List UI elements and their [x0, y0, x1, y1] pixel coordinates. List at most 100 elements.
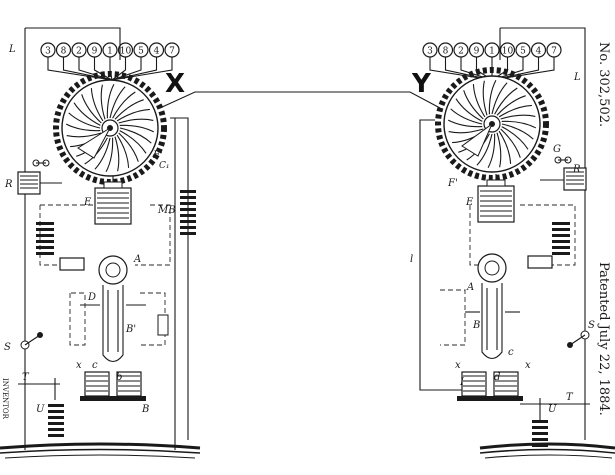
label-D-left: D [87, 292, 96, 303]
station-x-button-7 [148, 42, 165, 58]
label-E-right: E [465, 197, 474, 208]
label-B-right: B [472, 320, 480, 331]
station-x-button-label-8: 7 [169, 47, 175, 57]
label-ctr-left: C₁ [159, 161, 170, 171]
label-F-right: F' [447, 178, 458, 189]
station-x-button-4 [102, 42, 118, 58]
station-y-button-label-8: 7 [551, 47, 557, 57]
station-y-button-6 [515, 42, 531, 58]
station-x-button-5 [117, 42, 134, 58]
station-x-key [18, 378, 60, 400]
label-R-right: R [572, 164, 581, 175]
station-y-button-label-1: 8 [443, 47, 449, 57]
label-I: I [459, 377, 465, 388]
station-y-dial-wheel [435, 67, 549, 181]
label-l: l [410, 254, 413, 265]
label-b-left: b [116, 372, 122, 383]
station-y-galvanometer [440, 253, 520, 360]
station-x-battery-u [48, 404, 64, 437]
station-x-button-label-7: 4 [154, 47, 160, 57]
station-y-button-8 [546, 42, 562, 58]
station-x-button-label-1: 8 [61, 47, 67, 57]
station-y-button-1 [437, 42, 454, 58]
station-y-base-magnets [457, 371, 523, 401]
label-T-left: T [22, 372, 30, 383]
label-G-right: G [553, 144, 561, 155]
label-S-right: S [588, 320, 595, 331]
station-x-button-label-6: 5 [138, 47, 144, 57]
station-x-button-2 [71, 42, 87, 58]
label-F-left: F' [152, 150, 163, 161]
label-x-right: x [455, 360, 461, 371]
station-x-title: X [165, 69, 185, 99]
station-y-button-4 [484, 42, 500, 58]
label-U-left: U [36, 404, 45, 415]
patent-number: No. 302,502. [596, 42, 611, 127]
label-L-left: L [8, 44, 16, 55]
station-y-button-label-6: 5 [520, 47, 526, 57]
station-y-button-label-7: 4 [536, 47, 542, 57]
station-x-button-6 [133, 42, 149, 58]
station-y-button-2 [453, 42, 469, 58]
label-S-left: S [4, 342, 11, 353]
station-x-galvanometer [69, 255, 166, 363]
station-x-button-8 [164, 42, 180, 58]
label-MB: MB [157, 205, 176, 216]
label-c-right: c [508, 347, 514, 358]
station-x-relay [17, 159, 62, 195]
label-R-left: R [4, 179, 13, 190]
station-y-key [520, 398, 590, 420]
station-y-button-7 [530, 42, 547, 58]
letter-labels: L R E MB F' C₁ D B' c b B x S T U A L R … [4, 44, 595, 415]
station-y-button-label-3: 9 [474, 47, 480, 57]
line-wire [159, 91, 441, 109]
station-y-button-label-0: 3 [427, 47, 433, 57]
station-y-electromagnet [477, 174, 515, 223]
station-x-button-label-2: 2 [76, 47, 82, 57]
patent-date: Patented July 22, 1884. [596, 262, 611, 416]
station-x-shunt [157, 314, 169, 336]
station-x-ground [0, 442, 201, 459]
label-U-right: U [548, 404, 557, 415]
station-x-button-label-5: 10 [120, 47, 132, 57]
label-A-left: A [133, 254, 141, 265]
station-y-title: Y [411, 69, 432, 99]
label-B-left: B [141, 404, 149, 415]
station-x-electromagnet [94, 176, 132, 225]
label-E-left: E [83, 197, 92, 208]
station-y-button-0 [422, 42, 438, 58]
label-A-right: A [466, 282, 474, 293]
station-y-button-label-4: 1 [489, 47, 495, 57]
station-y-button-3 [468, 42, 485, 58]
station-x-button-label-3: 9 [92, 47, 98, 57]
station-y-switch [567, 330, 590, 348]
label-T-right: T [566, 392, 574, 403]
station-y-resistor [527, 255, 553, 269]
station-y-relay [540, 156, 587, 191]
station-y-ground [479, 442, 615, 459]
station-x-switch [20, 332, 43, 350]
station-y-button-label-2: 2 [458, 47, 464, 57]
station-x-dial-wheel [53, 71, 167, 185]
station-x-button-label-0: 3 [45, 47, 51, 57]
station-x-base-magnets [80, 371, 146, 401]
station-x-button-0 [40, 42, 56, 58]
station-x-local-battery [36, 222, 54, 255]
station-x-button-1 [55, 42, 72, 58]
label-d: d [494, 372, 500, 383]
station-x-resistor [59, 257, 85, 271]
label-B2-left: B' [125, 324, 136, 335]
inventor-fragment: INVENTOR [1, 378, 9, 420]
label-x-left: x [76, 360, 82, 371]
label-L-right: L [573, 72, 581, 83]
station-y-button-label-5: 10 [502, 47, 514, 57]
station-y-local-battery [552, 222, 570, 255]
label-x-right-2: x [525, 360, 531, 371]
label-c-left: c [92, 360, 98, 371]
station-x-button-label-4: 1 [107, 47, 113, 57]
station-x-main-battery [180, 190, 196, 235]
station-x-button-3 [86, 42, 103, 58]
